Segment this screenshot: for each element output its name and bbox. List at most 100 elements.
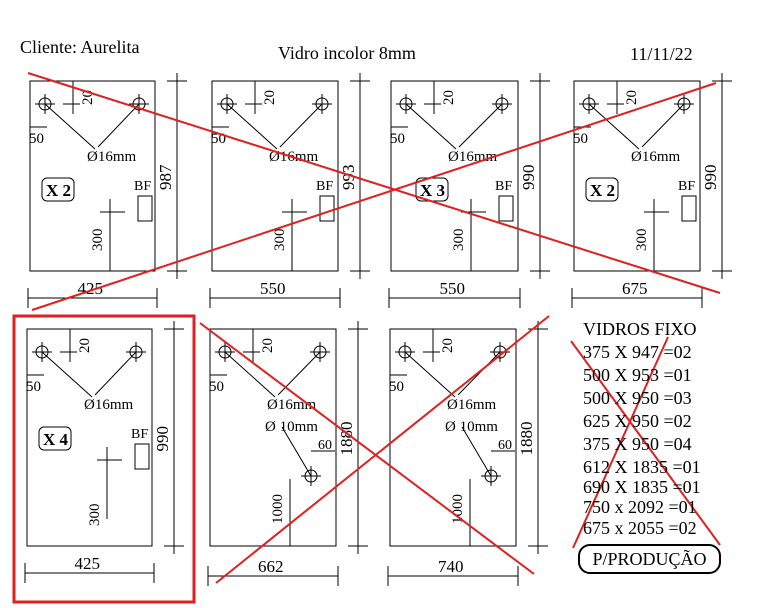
cross-out-line <box>572 336 669 549</box>
quantity-badge: X 2 <box>590 181 615 200</box>
hole-leader-line <box>97 103 140 148</box>
highlight-frame <box>12 314 196 604</box>
hole-leader-line <box>226 103 278 150</box>
quantity-badge-outline <box>38 426 72 451</box>
cross-out-line <box>215 315 550 584</box>
hole-diameter-label: Ø16mm <box>84 397 134 413</box>
handle-box <box>681 195 697 222</box>
bf-label: BF <box>131 427 148 442</box>
hole-leader-line <box>641 103 685 148</box>
handle-box <box>137 195 153 222</box>
small-hole-leader <box>281 426 312 477</box>
fixed-glass-item: 625 X 950 =02 <box>583 411 692 431</box>
handle-height-label: 300 <box>87 504 103 527</box>
dim-20-label: 20 <box>260 338 276 353</box>
hole-leader-line <box>457 351 501 396</box>
small-hole-label: Ø 10mm <box>445 419 498 435</box>
bf-label: BF <box>678 179 695 194</box>
fixed-glass-title: VIDROS FIXO <box>583 319 697 339</box>
cross-out-line <box>199 322 535 575</box>
handle-height-label: 300 <box>272 229 288 252</box>
fixed-glass-list: VIDROS FIXO 375 X 947 =02 500 X 953 =01 … <box>583 318 701 540</box>
hole-leader-line <box>588 103 640 150</box>
hole-leader-line <box>44 103 96 150</box>
handle-box <box>134 443 150 470</box>
hole-leader-line <box>224 351 276 398</box>
height-label: 990 <box>153 426 172 452</box>
hole-leader-line <box>458 103 503 148</box>
height-label: 990 <box>519 165 538 191</box>
dim-50-label: 50 <box>209 379 224 395</box>
panel-outline <box>389 328 517 547</box>
material-title: Vidro incolor 8mm <box>278 43 416 63</box>
handle-height-label: 300 <box>634 229 650 252</box>
dim-20-label: 20 <box>77 338 93 353</box>
dim-50-label: 50 <box>29 131 44 147</box>
hole-leader-line <box>94 351 137 396</box>
handle-box <box>319 195 335 222</box>
panel-outline <box>26 328 153 547</box>
dim-50-label: 50 <box>390 131 405 147</box>
width-label: 425 <box>75 554 101 573</box>
panel-outline <box>211 80 339 272</box>
quantity-badge: X 3 <box>420 181 445 200</box>
cross-out-line <box>570 340 721 546</box>
bf-label: BF <box>134 179 151 194</box>
hole-diameter-label: Ø16mm <box>631 149 681 165</box>
fixed-glass-item: 500 X 953 =01 <box>583 365 692 385</box>
panel-outline <box>209 328 337 547</box>
dim-50-label: 50 <box>389 379 404 395</box>
production-status-badge: P/PRODUÇÃO <box>578 544 721 574</box>
fixed-glass-item: 690 X 1835 =01 <box>583 477 701 497</box>
height-label: 990 <box>701 165 720 191</box>
quantity-badge: X 2 <box>46 181 71 200</box>
bf-label: BF <box>316 179 333 194</box>
hole-leader-line <box>279 103 323 148</box>
handle-box <box>498 195 514 222</box>
hole-diameter-label: Ø16mm <box>447 397 497 413</box>
handle-height-label: 1000 <box>450 494 466 524</box>
width-label: 675 <box>622 279 648 298</box>
cross-out-line <box>27 72 721 294</box>
handle-height-label: 300 <box>451 229 467 252</box>
cross-out-line <box>31 82 717 311</box>
hole-leader-line <box>404 351 456 398</box>
fixed-glass-item: 375 X 947 =02 <box>583 342 692 362</box>
hole-leader-line <box>277 351 321 396</box>
small-hole-label: Ø 10mm <box>265 419 318 435</box>
dim-20-label: 20 <box>262 90 278 105</box>
height-label: 987 <box>156 164 175 190</box>
dim-60-label: 60 <box>498 438 512 453</box>
width-label: 550 <box>260 279 286 298</box>
client-name: Cliente: Aurelita <box>20 37 140 57</box>
handle-height-label: 300 <box>90 229 106 252</box>
panel-outline <box>573 80 701 272</box>
glass-panel-2: 2050Ø16mmBF300550993 <box>209 73 370 308</box>
width-label: 550 <box>440 279 466 298</box>
height-label: 1880 <box>517 422 536 456</box>
fixed-glass-item: 750 x 2092 =01 <box>583 497 697 517</box>
height-label: 993 <box>339 165 358 191</box>
hole-leader-line <box>41 351 93 398</box>
dim-20-label: 20 <box>441 90 457 105</box>
quantity-badge: X 4 <box>43 430 69 449</box>
width-label: 740 <box>438 557 464 576</box>
fixed-glass-item: 612 X 1835 =01 <box>583 457 701 477</box>
width-label: 662 <box>258 557 284 576</box>
dim-50-label: 50 <box>26 379 41 395</box>
hole-leader-line <box>405 103 457 150</box>
bf-label: BF <box>495 179 512 194</box>
hole-diameter-label: Ø16mm <box>448 149 498 165</box>
fixed-glass-item: 375 X 950 =04 <box>583 434 692 454</box>
quantity-badge-outline <box>585 177 619 202</box>
dim-60-label: 60 <box>318 438 332 453</box>
small-hole-leader <box>461 426 492 477</box>
handle-height-label: 1000 <box>270 494 286 524</box>
